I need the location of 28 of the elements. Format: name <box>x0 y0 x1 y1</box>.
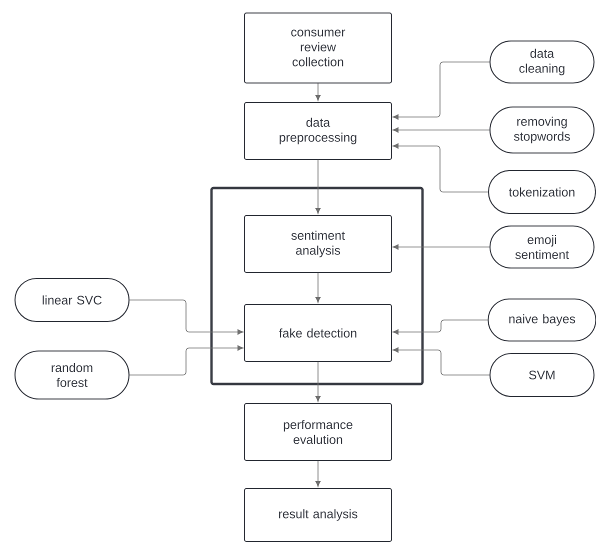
process-box: consumer review collection <box>244 12 392 84</box>
arrow <box>129 345 244 376</box>
input-pill: emoji sentiment <box>489 225 595 269</box>
process-box: performance evalution <box>244 402 392 462</box>
input-pill: random forest <box>14 350 130 400</box>
arrow <box>392 62 490 120</box>
arrow <box>315 160 321 214</box>
input-pill: SVM <box>489 352 595 398</box>
process-box: sentiment analysis <box>244 214 392 274</box>
input-pill: linear SVC <box>14 278 130 322</box>
arrow <box>315 83 321 101</box>
input-pill: removing stopwords <box>489 106 595 154</box>
input-pill: tokenization <box>488 170 596 214</box>
arrow <box>392 127 490 133</box>
arrow <box>392 320 488 335</box>
arrow <box>392 143 488 192</box>
arrow <box>392 244 490 250</box>
arrow <box>315 362 321 402</box>
arrow <box>315 460 321 487</box>
process-box: data preprocessing <box>244 102 392 160</box>
arrow <box>129 300 244 335</box>
input-pill: data cleaning <box>489 40 595 84</box>
arrow <box>315 272 321 303</box>
arrow <box>392 347 490 376</box>
group-frame <box>210 186 424 386</box>
process-box: fake detection <box>244 304 392 362</box>
input-pill: naive bayes <box>488 298 596 342</box>
process-box: result analysis <box>244 488 392 542</box>
